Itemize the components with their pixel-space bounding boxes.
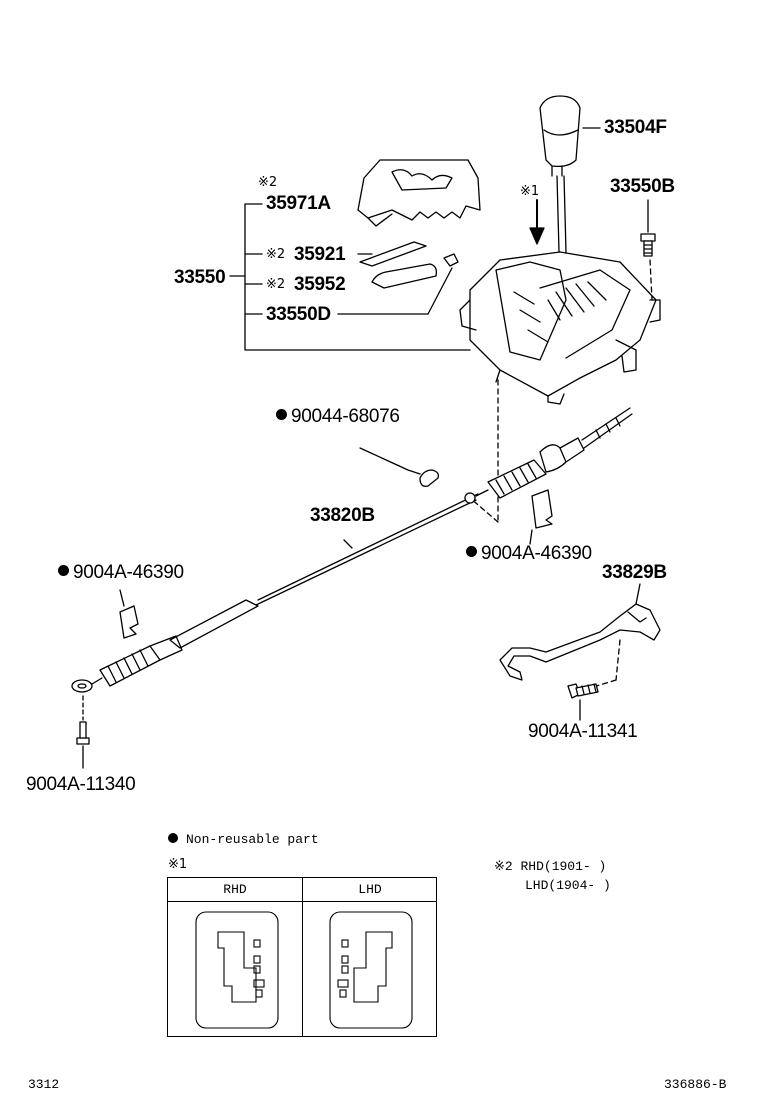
table-header-rhd: RHD (168, 878, 303, 902)
legend-note2-line2: LHD(1904- ) (525, 878, 611, 893)
non-reusable-dot-icon (466, 546, 477, 558)
non-reusable-dot-icon (276, 409, 287, 421)
plate-note-mark: ※2 (266, 247, 286, 262)
legend-non-reusable: Non-reusable part (168, 832, 319, 846)
arrow-note-mark: ※1 (520, 184, 540, 199)
bolt-left-illustration (76, 721, 90, 745)
rod-illustration (499, 603, 661, 681)
gate-pattern-table: RHD LHD (167, 877, 437, 1037)
table-divider (302, 878, 303, 1036)
bolt-right-illustration (567, 683, 599, 699)
diagram-id: 336886-B (664, 1077, 727, 1092)
part-label-clip[interactable]: 90044-68076 (276, 407, 400, 426)
cover-illustration (357, 159, 481, 227)
legend-note1-mark: ※1 (168, 857, 188, 872)
cable-illustration (71, 407, 633, 693)
part-label-plate[interactable]: 35921 (294, 244, 346, 265)
retainer-note-mark: ※2 (266, 277, 286, 292)
bolt-top-illustration (640, 233, 656, 257)
table-header-lhd: LHD (303, 878, 437, 902)
cover-note-mark: ※2 (258, 175, 278, 190)
shifter-assembly-illustration (459, 251, 661, 405)
part-label-bolt-right[interactable]: 9004A-11341 (528, 721, 638, 742)
part-label-bracket-right[interactable]: 9004A-46390 (466, 544, 592, 563)
part-label-bolt-top[interactable]: 33550B (610, 176, 675, 197)
shift-knob-illustration (539, 95, 581, 177)
part-label-bolt-left[interactable]: 9004A-11340 (26, 774, 136, 795)
part-label-knob[interactable]: 33504F (604, 117, 667, 138)
non-reusable-dot-icon (58, 565, 69, 577)
part-label-rod[interactable]: 33829B (602, 562, 667, 583)
gate-patterns (195, 911, 413, 1029)
part-label-cable[interactable]: 33820B (310, 505, 375, 526)
legend-note2-line1: ※2 RHD(1901- ) (494, 859, 607, 874)
part-label-assembly[interactable]: 33550 (174, 267, 226, 288)
part-label-bracket-left[interactable]: 9004A-46390 (58, 563, 184, 582)
page-code: 3312 (28, 1077, 60, 1092)
non-reusable-dot-icon (168, 832, 178, 843)
part-label-retainer[interactable]: 35952 (294, 274, 346, 295)
part-label-cover[interactable]: 35971A (266, 193, 331, 214)
part-label-sub-part[interactable]: 33550D (266, 304, 331, 325)
